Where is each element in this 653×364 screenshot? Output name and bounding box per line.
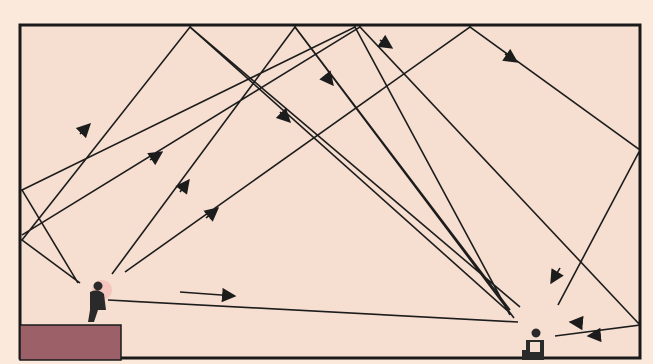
reflected-ray-12-arrow: [588, 335, 600, 336]
stage-platform: [20, 325, 121, 360]
room-interior: [20, 25, 640, 358]
reflected-ray-11-arrow: [570, 322, 582, 323]
